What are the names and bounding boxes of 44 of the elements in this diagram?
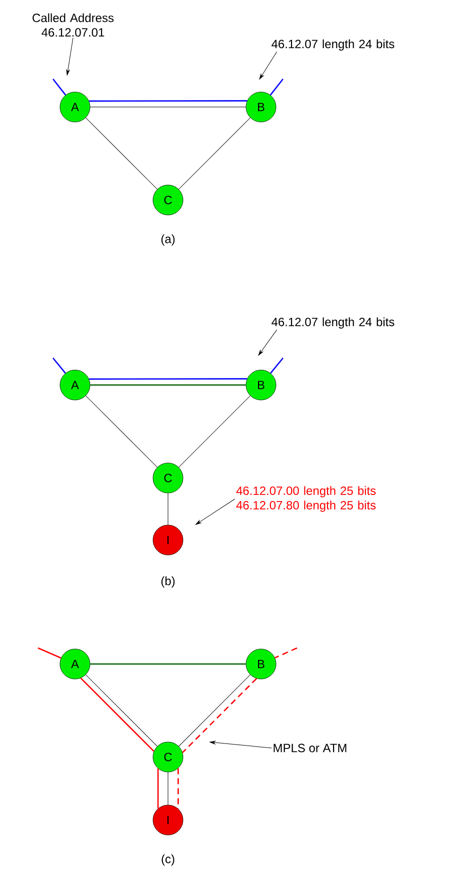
annotation-text: 46.12.07 length 24 bits: [272, 39, 394, 51]
leader-arrow: [196, 498, 236, 525]
link-line: [52, 78, 66, 96]
router-node: B: [246, 648, 276, 680]
link-line: [86, 118, 158, 190]
router-node: B: [246, 370, 276, 400]
link-line: [270, 78, 284, 96]
router-node: A: [60, 370, 90, 400]
link-line: [89, 100, 248, 102]
link-line: [90, 384, 246, 386]
panel-label: (c): [162, 854, 174, 866]
leader-arrow: [210, 740, 272, 748]
link-line: [270, 358, 284, 374]
link-line: [86, 674, 158, 746]
router-node: I: [152, 524, 184, 556]
link-line: [182, 678, 258, 754]
leader-arrow: [258, 330, 278, 356]
leader-arrow: [66, 38, 74, 76]
leader-arrow: [259, 52, 278, 80]
link-line: [90, 663, 246, 665]
link-line: [38, 647, 62, 659]
link-line: [90, 106, 246, 108]
link-line: [178, 674, 250, 746]
router-node: B: [246, 92, 276, 122]
annotation-text: 46.12.07 length 24 bits: [272, 317, 394, 329]
link-line: [274, 647, 298, 658]
annotation-text: Called Address 46.12.07.01: [32, 13, 114, 37]
panel-label: (a): [161, 234, 175, 246]
link-line: [80, 678, 154, 752]
link-line: [86, 396, 158, 468]
router-node: A: [60, 92, 90, 122]
link-line: [178, 118, 250, 190]
router-node: C: [152, 742, 184, 772]
router-node: A: [60, 648, 90, 680]
link-line: [89, 378, 248, 380]
link-line: [52, 358, 66, 374]
annotation-text: 46.12.07.00 length 25 bits 46.12.07.80 length 25 bits: [236, 486, 376, 512]
router-node: C: [152, 462, 184, 494]
router-node: I: [152, 804, 184, 836]
annotation-text: MPLS or ATM: [274, 744, 346, 752]
link-line: [178, 396, 250, 468]
link-line: [157, 768, 159, 809]
router-node: C: [152, 184, 184, 216]
panel-label: (b): [161, 576, 175, 588]
